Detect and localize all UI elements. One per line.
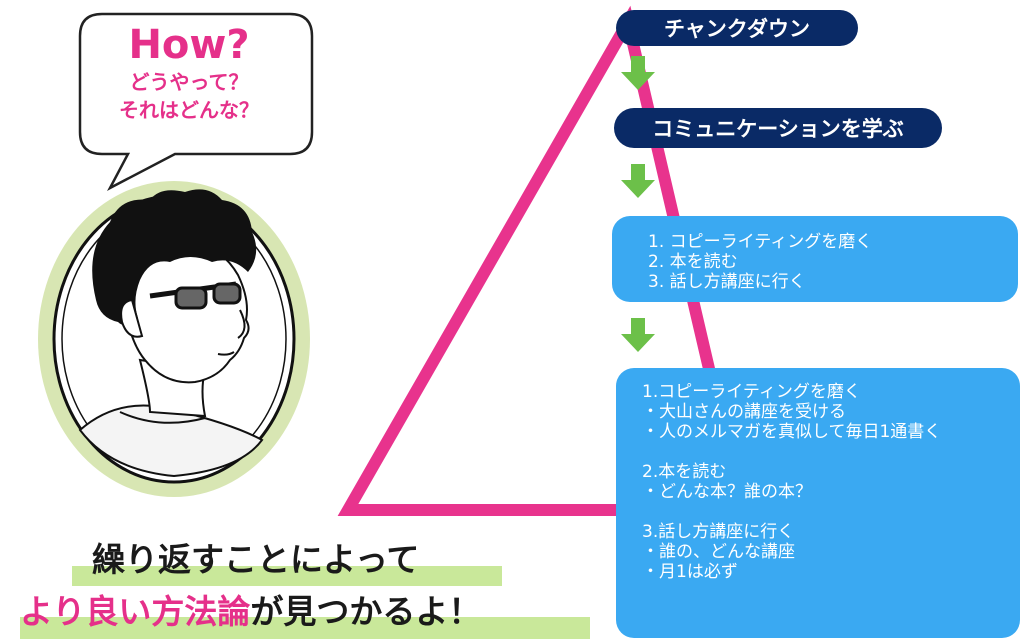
down-arrow-icon [621, 318, 655, 352]
caption-line-1: 繰り返すことによって [92, 540, 420, 579]
chunk-down-label: チャンクダウン [616, 10, 858, 46]
goal-label: コミュニケーションを学ぶ [614, 108, 942, 148]
caption-highlight-text: より良い方法論 [20, 592, 251, 631]
level-2-box: 1.コピーライティングを磨く ・大山さんの講座を受ける ・人のメルマガを真似して… [616, 368, 1020, 638]
caption-line-2: より良い方法論が見つかるよ！ [20, 592, 481, 632]
down-arrow-icon [621, 56, 655, 90]
arrow-group [621, 56, 655, 352]
bubble-line-1: どうやって？ [129, 70, 249, 94]
bubble-line-2: それはどんな？ [119, 98, 259, 122]
bubble-text: How? どうやって？ それはどんな？ [70, 22, 308, 124]
down-arrow-icon [621, 164, 655, 198]
bubble-title: How? [128, 22, 250, 68]
speech-bubble [78, 12, 314, 191]
caption-highlight-2 [20, 617, 590, 639]
level-1-box: 1. コピーライティングを磨く 2. 本を読む 3. 話し方講座に行く [612, 216, 1018, 302]
caption-rest-text: が見つかるよ！ [250, 592, 482, 631]
portrait-icon [38, 181, 310, 497]
caption-highlight-1 [72, 566, 502, 586]
